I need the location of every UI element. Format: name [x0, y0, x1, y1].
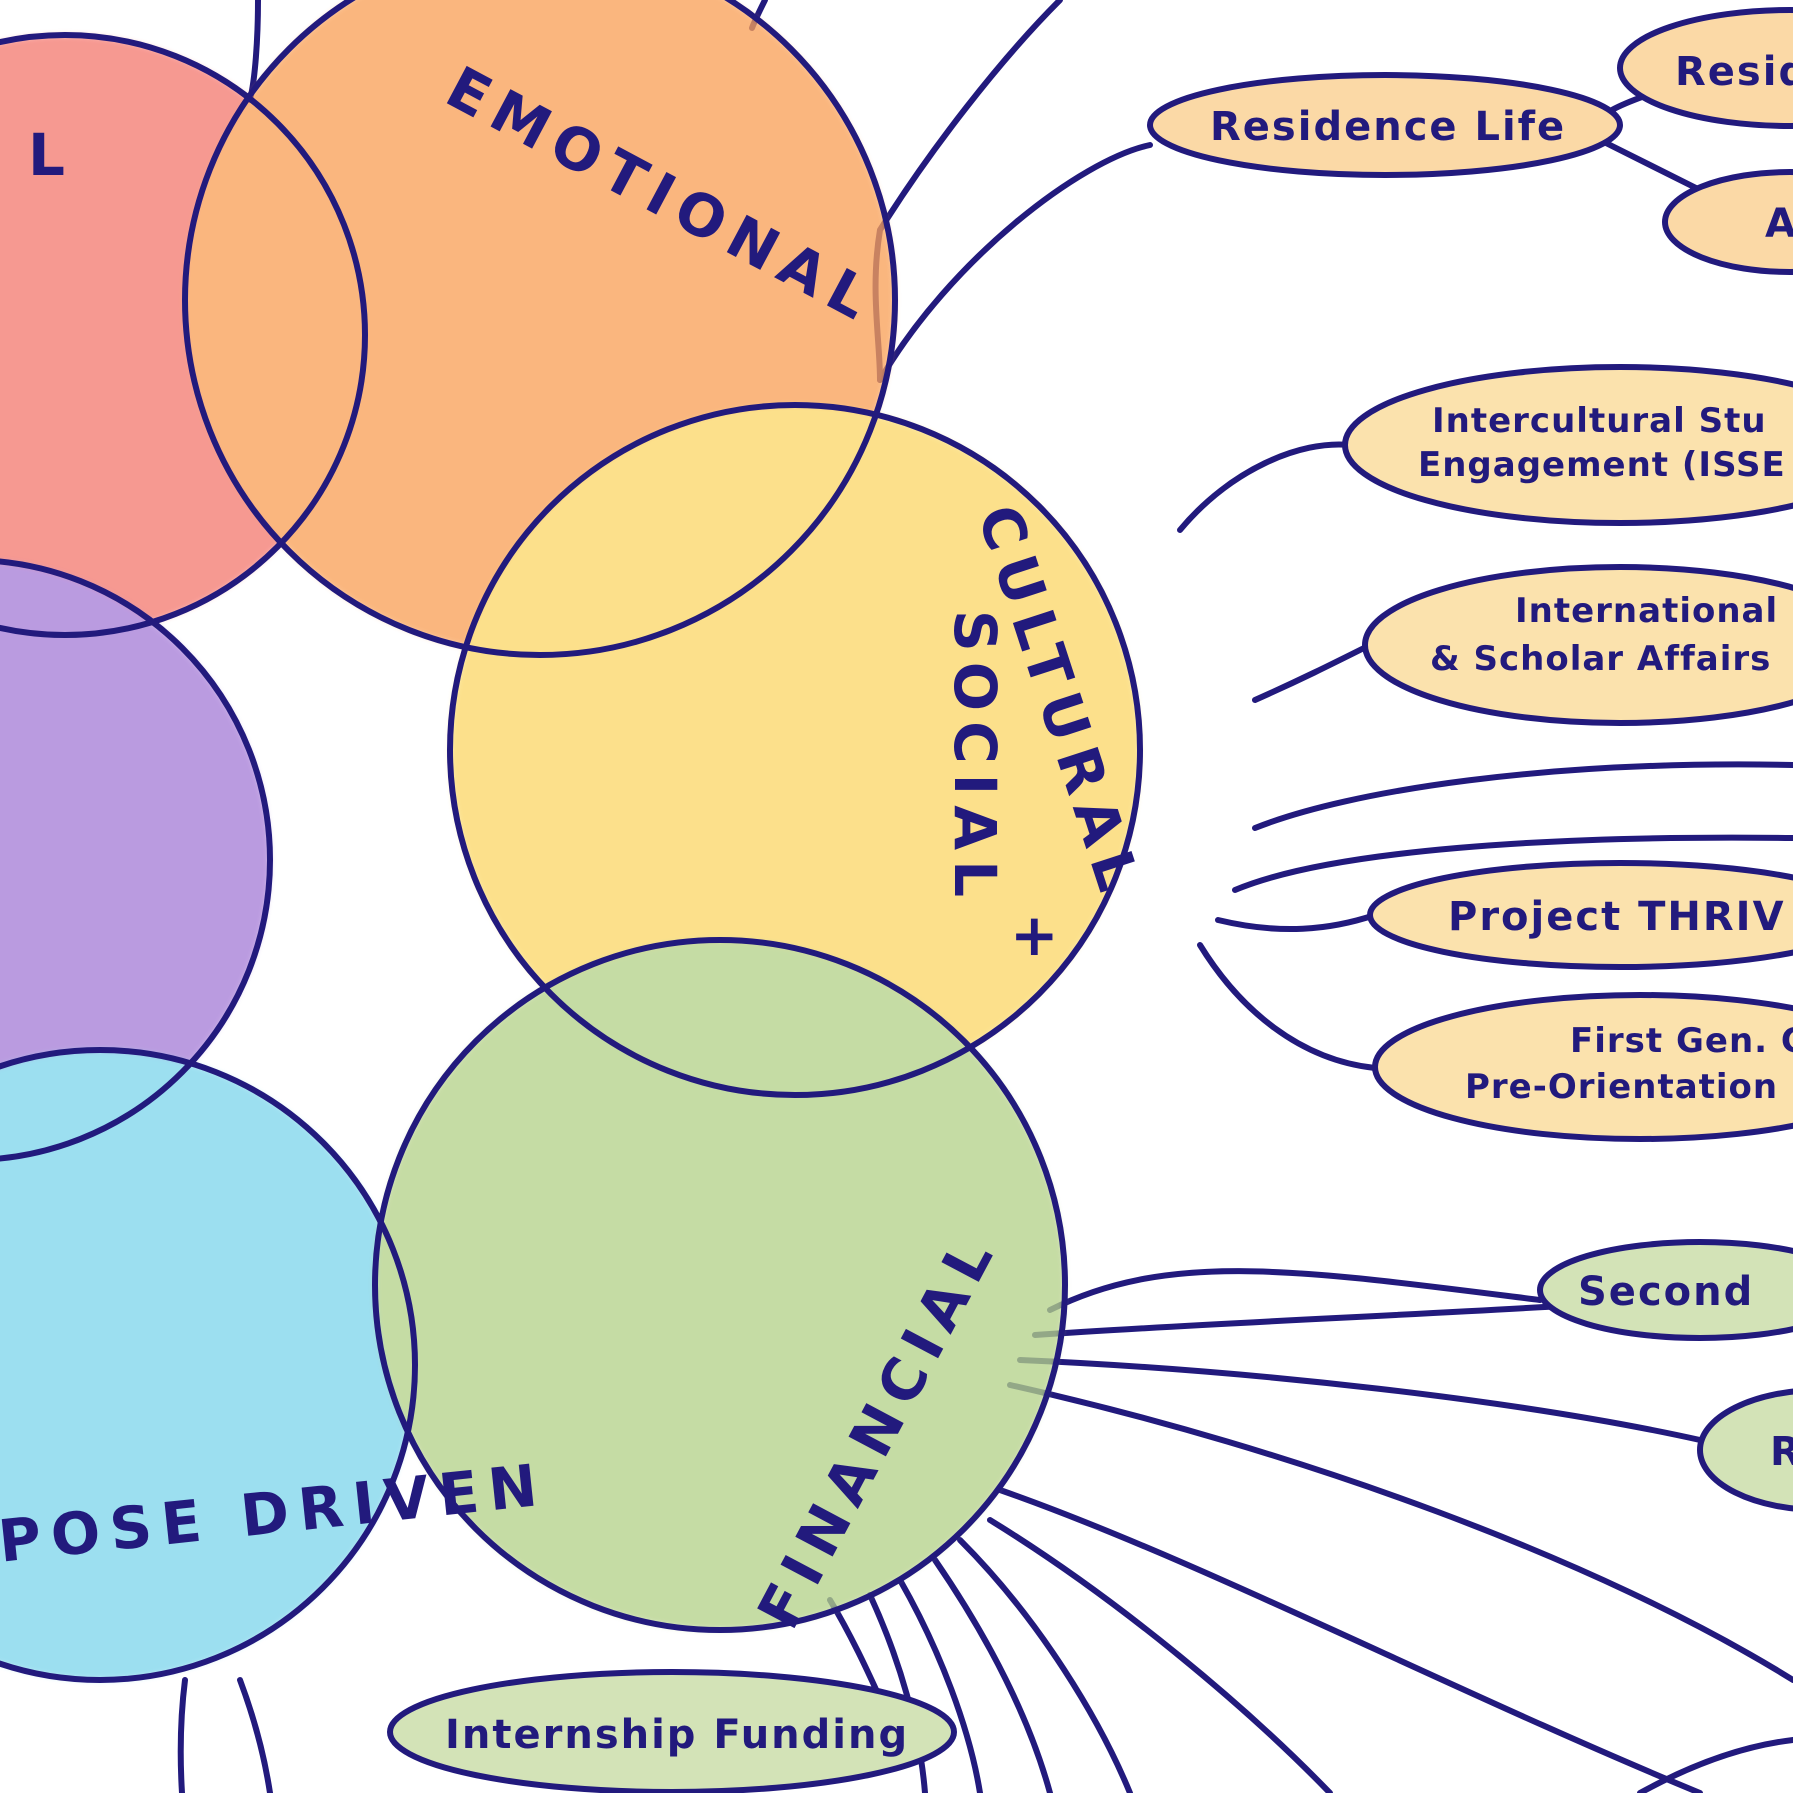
node-resid: Resid — [1617, 7, 1793, 129]
circle-outlines — [0, 0, 1143, 1683]
node-second-label: Second — [1578, 1269, 1754, 1315]
node-first-gen: First Gen. Co Pre-Orientation Pr — [1372, 992, 1793, 1142]
node-internship-funding-label: Internship Funding — [445, 1712, 909, 1758]
node-project-thrive-label: Project THRIV — [1448, 894, 1786, 940]
node-international-line2: & Scholar Affairs — [1430, 639, 1771, 679]
circle-fills — [0, 0, 1140, 1680]
node-first-gen-line2: Pre-Orientation Pr — [1465, 1067, 1793, 1107]
node-second: Second — [1537, 1239, 1793, 1341]
node-r: R — [1697, 1388, 1793, 1512]
red-circle-label: L — [28, 121, 75, 189]
node-intercultural-line2: Engagement (ISSE — [1418, 445, 1786, 485]
node-international-line1: International — [1515, 591, 1778, 631]
node-first-gen-line1: First Gen. Co — [1570, 1021, 1793, 1061]
cultural-plus-sign: + — [1010, 901, 1069, 969]
node-residence-life: Residence Life — [1147, 72, 1623, 178]
node-r-label: R — [1770, 1429, 1793, 1475]
node-a: A — [1662, 169, 1793, 275]
node-project-thrive: Project THRIV — [1367, 860, 1793, 970]
social-circle-label: SOCIAL — [941, 610, 1009, 907]
node-a-label: A — [1765, 201, 1793, 247]
node-international: International & Scholar Affairs — [1362, 564, 1793, 726]
node-residence-life-label: Residence Life — [1210, 104, 1566, 150]
node-intercultural-line1: Intercultural Stu — [1432, 401, 1767, 441]
node-resid-label: Resid — [1675, 49, 1793, 95]
node-internship-funding: Internship Funding — [387, 1669, 957, 1793]
node-intercultural: Intercultural Stu Engagement (ISSE — [1342, 364, 1793, 526]
